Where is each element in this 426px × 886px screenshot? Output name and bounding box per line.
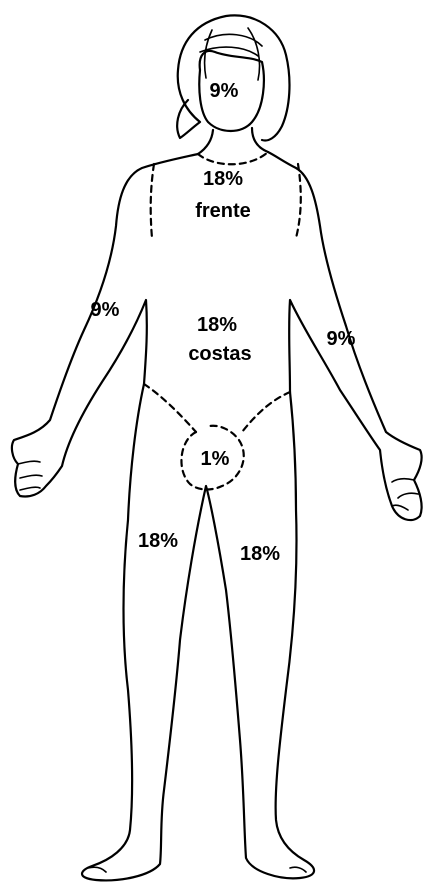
shoulder-dash-right xyxy=(151,164,154,238)
right-arm-percent-label: 9% xyxy=(84,299,126,321)
right-hand-fingers xyxy=(18,461,42,490)
hip-dash-left xyxy=(242,392,290,432)
chest-percent-label: 18% xyxy=(195,168,251,190)
left-arm-percent-label: 9% xyxy=(320,328,362,350)
body-outline xyxy=(12,152,422,880)
hair-strands xyxy=(200,28,262,80)
feet-toes xyxy=(88,867,306,872)
right-leg-percent-label: 18% xyxy=(130,530,186,552)
left-leg-percent-label: 18% xyxy=(232,543,288,565)
left-hand-fingers xyxy=(392,479,418,510)
collar-dashed xyxy=(198,152,268,164)
hip-dash-right xyxy=(144,384,196,432)
back-word-label: costas xyxy=(175,343,265,365)
chest-word-label: frente xyxy=(183,200,263,222)
shoulder-dash-left xyxy=(296,164,301,238)
groin-percent-label: 1% xyxy=(194,448,236,470)
back-percent-label: 18% xyxy=(189,314,245,336)
head-percent-label: 9% xyxy=(201,80,247,102)
